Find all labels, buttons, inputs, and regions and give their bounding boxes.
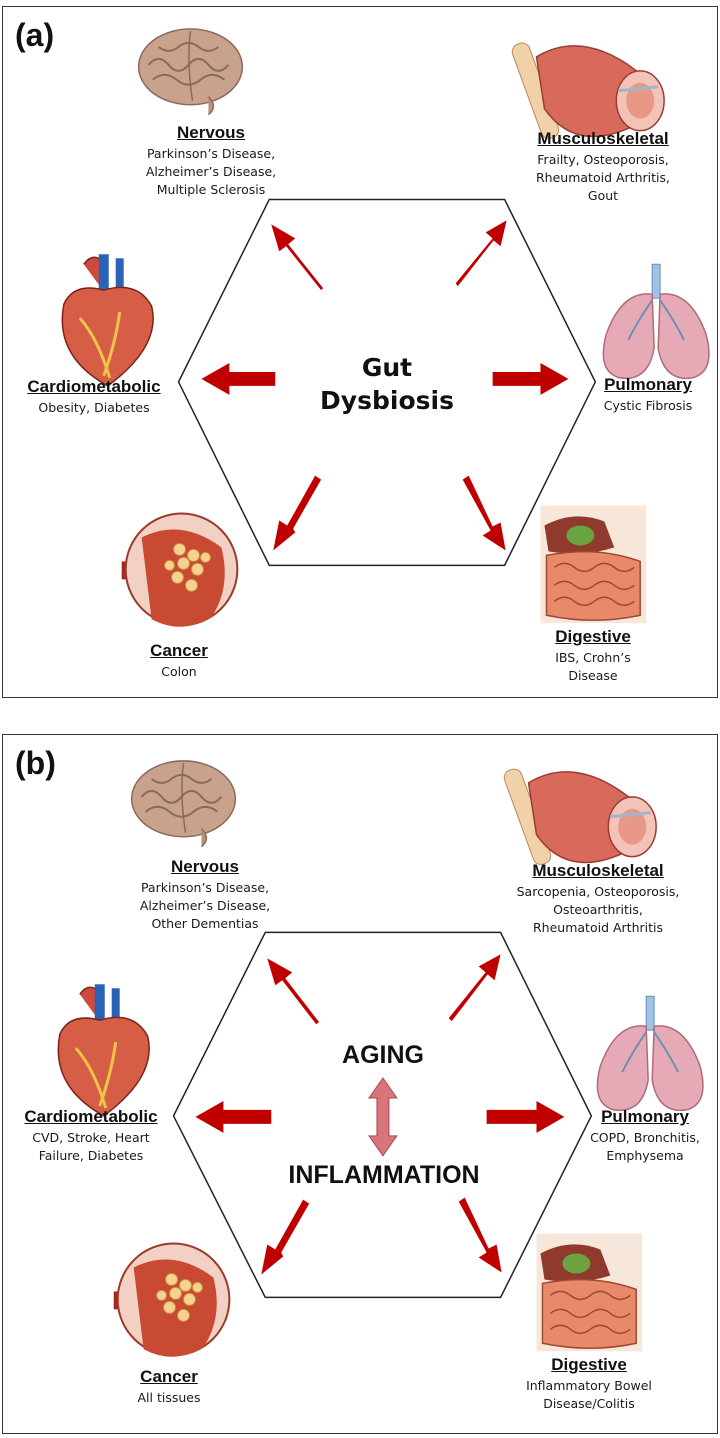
muscle-icon — [511, 42, 665, 139]
node-title: Pulmonary — [601, 1107, 689, 1126]
arrow-to-cardiometabolic — [201, 362, 276, 395]
node-cancer: Cancer All tissues — [109, 1367, 229, 1407]
center-label: Gut Dysbiosis — [303, 351, 471, 417]
node-detail: Multiple Sclerosis — [156, 182, 266, 197]
node-cancer: Cancer Colon — [119, 641, 239, 681]
brain-icon — [130, 760, 237, 848]
arrows — [195, 954, 565, 1275]
arrow-to-nervous — [271, 224, 324, 291]
node-title: Nervous — [176, 123, 246, 142]
node-detail: CVD, Stroke, Heart — [32, 1130, 150, 1145]
node-musculoskeletal: Musculoskeletal Frailty, Osteoporosis, R… — [503, 129, 703, 205]
node-nervous: Nervous Parkinson’s Disease, Alzheimer’s… — [105, 857, 305, 933]
diagram-graphics — [61, 28, 710, 627]
arrow-to-cancer — [273, 475, 322, 551]
node-detail: Disease/Colitis — [543, 1396, 635, 1411]
node-detail: Frailty, Osteoporosis, — [537, 152, 669, 167]
arrow-to-cardiometabolic — [195, 1100, 272, 1133]
node-detail: Alzheimer’s Disease, — [145, 164, 277, 179]
node-title: Musculoskeletal — [537, 129, 669, 148]
node-title: Musculoskeletal — [532, 861, 664, 880]
node-title: Digestive — [555, 627, 631, 646]
node-title: Digestive — [551, 1355, 627, 1374]
lungs-icon — [602, 263, 710, 380]
node-detail: Cystic Fibrosis — [603, 398, 693, 413]
intestine-icon — [540, 505, 647, 624]
node-nervous: Nervous Parkinson’s Disease, Alzheimer’s… — [111, 123, 311, 199]
heart-icon — [57, 984, 150, 1117]
node-title: Cancer — [150, 641, 208, 660]
brain-icon — [137, 28, 244, 116]
panel-label: (a) — [15, 17, 55, 53]
node-detail: Parkinson’s Disease, — [146, 146, 276, 161]
center-line-1: Gut — [361, 353, 413, 382]
center-line-2: Dysbiosis — [320, 386, 454, 415]
muscle-icon — [503, 768, 657, 865]
arrow-to-pulmonary — [486, 1100, 565, 1133]
node-detail: Rheumatoid Arthritis, — [536, 170, 670, 185]
arrow-to-musculoskeletal — [448, 954, 501, 1022]
node-detail: All tissues — [137, 1390, 201, 1405]
arrow-to-musculoskeletal — [455, 220, 507, 287]
node-detail: Parkinson’s Disease, — [140, 880, 270, 895]
center-label-inflammation: INFLAMMATION — [288, 1161, 480, 1189]
arrow-to-nervous — [267, 958, 320, 1025]
panel-label: (b) — [15, 745, 56, 781]
node-detail: Gout — [587, 188, 619, 203]
node-title: Cardiometabolic — [27, 377, 161, 396]
center-hexagon — [177, 198, 597, 567]
intestine-icon — [536, 1233, 643, 1352]
node-detail: Obesity, Diabetes — [38, 400, 150, 415]
node-pulmonary: Pulmonary Cystic Fibrosis — [583, 375, 713, 415]
panel-a: (a) — [2, 6, 718, 698]
panel-b: (b) — [2, 734, 718, 1434]
arrow-to-pulmonary — [492, 362, 569, 395]
node-title: Pulmonary — [604, 375, 692, 394]
node-detail: Inflammatory Bowel — [526, 1378, 652, 1393]
colon-tumor-icon — [121, 512, 239, 627]
node-cardiometabolic: Cardiometabolic CVD, Stroke, Heart Failu… — [7, 1107, 175, 1165]
node-detail: Colon — [161, 664, 197, 679]
heart-icon — [61, 254, 154, 387]
center-label-aging: AGING — [342, 1041, 424, 1069]
arrow-to-digestive — [462, 475, 506, 551]
node-detail: Alzheimer’s Disease, — [139, 898, 271, 913]
node-pulmonary: Pulmonary COPD, Bronchitis, Emphysema — [575, 1107, 715, 1165]
bidirectional-arrow — [368, 1077, 398, 1157]
node-detail: Emphysema — [606, 1148, 684, 1163]
node-digestive: Digestive Inflammatory Bowel Disease/Col… — [509, 1355, 669, 1413]
colon-tumor-icon — [113, 1242, 231, 1357]
node-title: Nervous — [170, 857, 240, 876]
node-detail: Sarcopenia, Osteoporosis, — [516, 884, 680, 899]
node-detail: Disease — [568, 668, 618, 683]
arrow-to-cancer — [261, 1199, 310, 1275]
node-digestive: Digestive IBS, Crohn’s Disease — [523, 627, 663, 685]
node-detail: COPD, Bronchitis, — [590, 1130, 700, 1145]
node-cardiometabolic: Cardiometabolic Obesity, Diabetes — [9, 377, 179, 417]
arrows — [201, 220, 569, 551]
diagram-graphics — [57, 760, 704, 1357]
node-detail: IBS, Crohn’s — [555, 650, 631, 665]
arrow-to-digestive — [458, 1197, 502, 1273]
node-detail: Failure, Diabetes — [38, 1148, 144, 1163]
lungs-icon — [596, 995, 704, 1112]
node-detail: Other Dementias — [151, 916, 259, 931]
node-title: Cancer — [140, 1367, 198, 1386]
node-detail: Osteoarthritis, — [553, 902, 643, 917]
node-title: Cardiometabolic — [24, 1107, 158, 1126]
node-musculoskeletal: Musculoskeletal Sarcopenia, Osteoporosis… — [493, 861, 703, 937]
node-detail: Rheumatoid Arthritis — [533, 920, 663, 935]
